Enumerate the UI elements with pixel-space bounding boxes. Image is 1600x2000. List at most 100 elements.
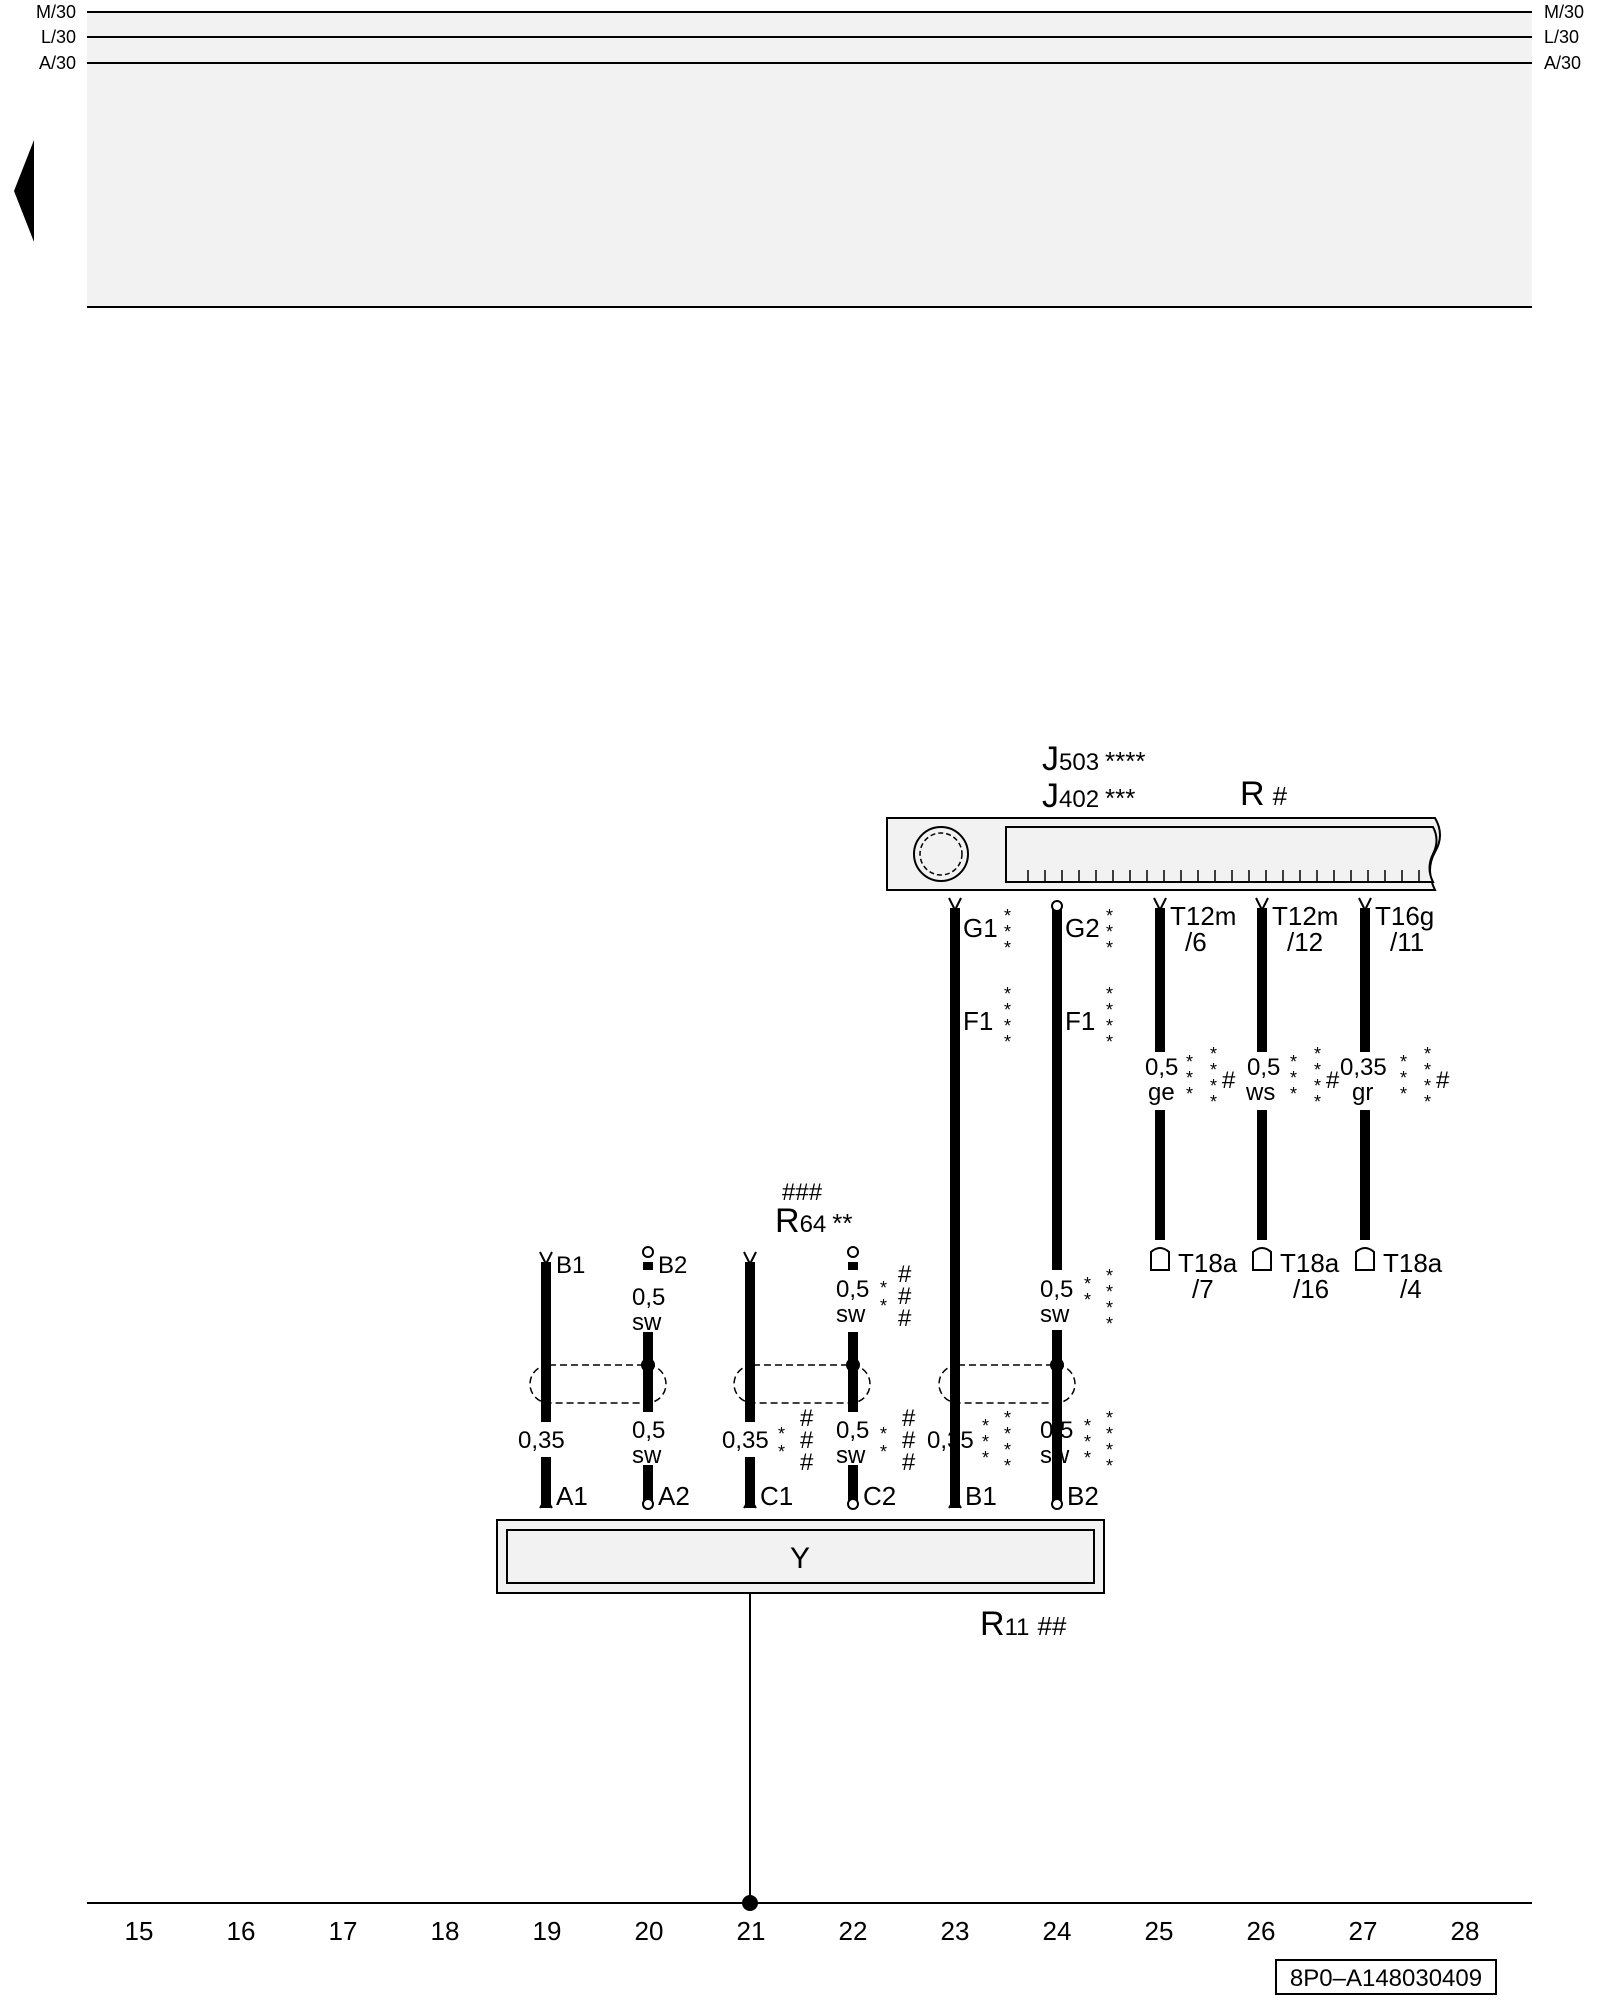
wire-shields <box>529 1364 1076 1404</box>
wire-color-25: ge <box>1148 1079 1175 1106</box>
connector-t18a-4-pin: /4 <box>1400 1274 1422 1304</box>
connector-t18a-16-icon <box>1252 1247 1272 1271</box>
pin-label-f1-right: F1 <box>1065 1006 1095 1036</box>
axis-number: 24 <box>1043 1916 1072 1946</box>
connector-t16g-11-name: T16g <box>1375 901 1434 931</box>
r11-pin-c2: C2 <box>863 1481 896 1511</box>
rail-label-left-m30: M/30 <box>36 2 76 22</box>
wire-hash-25: # <box>1222 1067 1236 1094</box>
r11-unit: Y <box>496 1519 1105 1594</box>
label-r64: R64** <box>775 1202 853 1240</box>
shield-21-22 <box>733 1364 871 1404</box>
svg-text:*******: ******* <box>1400 1044 1431 1112</box>
pin-mark-g1: *** <box>1004 906 1011 958</box>
wire-size-23-lower: 0,35 <box>927 1427 974 1454</box>
wire-hash-26: # <box>1326 1067 1340 1094</box>
wire-star-21-lower: ** <box>778 1424 785 1462</box>
r11-pin-b2: B2 <box>1067 1481 1099 1511</box>
t18a-connector-symbols <box>1150 1247 1375 1271</box>
wire-size-22-upper: 0,5 <box>836 1276 869 1303</box>
power-rail-area: M/30 L/30 A/30 M/30 L/30 A/30 <box>14 2 1584 308</box>
axis-number: 25 <box>1145 1916 1174 1946</box>
r11-pin-b1: B1 <box>965 1481 997 1511</box>
radio-unit <box>886 817 1441 891</box>
connector-t16g-11-pin: /11 <box>1390 927 1424 957</box>
connector-t18a-16-pin: /16 <box>1293 1274 1329 1304</box>
wire-size-20-lower: 0,5 <box>632 1417 665 1444</box>
wire-size-24-upper: 0,5 <box>1040 1276 1073 1303</box>
wire-star-22-upper: ** <box>880 1278 887 1316</box>
connector-t18a-7-icon <box>1150 1247 1170 1271</box>
connector-t12m-12-name: T12m <box>1272 901 1338 931</box>
wire-size-25: 0,5 <box>1145 1054 1178 1081</box>
connector-t18a-16-name: T18a <box>1280 1248 1340 1278</box>
axis-number: 15 <box>125 1916 154 1946</box>
r11-pin-terminals <box>539 1496 1063 1510</box>
wire-size-21-lower: 0,35 <box>722 1427 769 1454</box>
r11-pin-a1: A1 <box>556 1481 588 1511</box>
connector-t12m-6-name: T12m <box>1170 901 1236 931</box>
pin-label-b1-top: B1 <box>556 1252 585 1279</box>
wire-size-24-lower: 0,5 <box>1040 1417 1073 1444</box>
rail-label-left-a30: A/30 <box>39 53 76 73</box>
pin-mark-f1-right: **** <box>1106 984 1113 1052</box>
shield-splice-dots <box>641 1358 1064 1372</box>
axis-number: 23 <box>941 1916 970 1946</box>
label-j402: J402*** <box>1042 777 1135 815</box>
wire-star-22-lower: ** <box>880 1424 887 1462</box>
label-r11: R11## <box>980 1605 1067 1643</box>
axis-number: 21 <box>737 1916 766 1946</box>
wire-size-27: 0,35 <box>1340 1054 1387 1081</box>
axis-number: 19 <box>533 1916 562 1946</box>
axis-number: 17 <box>329 1916 358 1946</box>
wire-hash-27: # <box>1436 1067 1450 1094</box>
axis-number: 16 <box>227 1916 256 1946</box>
axis-number: 22 <box>839 1916 868 1946</box>
wire-set <box>541 908 1370 1508</box>
shield-19-20 <box>529 1364 667 1404</box>
pin-mark-g2: *** <box>1106 906 1113 958</box>
wire-size-19-lower: 0,35 <box>518 1427 565 1454</box>
wire-color-24-lower: sw <box>1040 1442 1070 1469</box>
r11-symbol: Y <box>790 1542 810 1575</box>
svg-text:*******: ******* <box>1290 1044 1321 1112</box>
wire-color-27: gr <box>1352 1079 1373 1106</box>
connector-t18a-7-pin: /7 <box>1192 1274 1214 1304</box>
axis-number: 20 <box>635 1916 664 1946</box>
wire-color-20-lower: sw <box>632 1442 662 1469</box>
wire-size-20-upper: 0,5 <box>632 1284 665 1311</box>
label-j503: J503**** <box>1042 740 1146 778</box>
pin-label-g2: G2 <box>1065 913 1100 943</box>
wire-star-24-upper: ****** <box>1084 1266 1113 1334</box>
label-r-radio: R# <box>1240 775 1288 813</box>
radio-scale-ticks <box>1027 870 1420 882</box>
wire-star-23-lower: ******* <box>982 1408 1011 1476</box>
rail-label-right-m30: M/30 <box>1544 2 1584 22</box>
diagram-code-box <box>1275 1959 1497 1995</box>
r64-hash-top: ### <box>782 1179 823 1206</box>
wire-size-22-lower: 0,5 <box>836 1417 869 1444</box>
previous-page-arrow-icon[interactable] <box>14 140 34 242</box>
rail-label-left-l30: L/30 <box>41 27 76 47</box>
r11-pin-a2: A2 <box>658 1481 690 1511</box>
mid-wire-terminals <box>539 1246 859 1267</box>
connector-t12m-6-pin: /6 <box>1185 927 1207 957</box>
wire-hash-22-upper: ### <box>898 1261 912 1332</box>
radio-pin-terminals <box>948 897 1372 913</box>
rail-label-right-l30: L/30 <box>1544 27 1579 47</box>
pin-label-b2-top: B2 <box>658 1252 687 1279</box>
wire-color-26: ws <box>1245 1079 1275 1106</box>
connector-t18a-7-name: T18a <box>1178 1248 1238 1278</box>
wire-hash-21-lower: ### <box>800 1405 814 1476</box>
rail-label-right-a30: A/30 <box>1544 53 1581 73</box>
axis-number: 27 <box>1349 1916 1378 1946</box>
axis-number: 26 <box>1247 1916 1276 1946</box>
wire-color-22-upper: sw <box>836 1301 866 1328</box>
wire-color-22-lower: sw <box>836 1442 866 1469</box>
connector-t18a-4-icon <box>1355 1247 1375 1271</box>
connector-t12m-12-pin: /12 <box>1287 927 1323 957</box>
connector-t18a-4-name: T18a <box>1383 1248 1443 1278</box>
wire-color-24-upper: sw <box>1040 1301 1070 1328</box>
wire-hash-22-lower: ### <box>902 1405 916 1476</box>
